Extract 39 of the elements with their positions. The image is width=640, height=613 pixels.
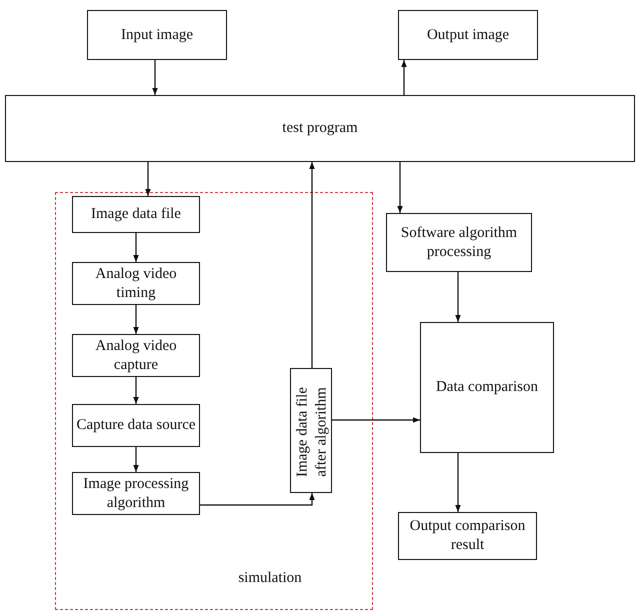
box-label: Image data file <box>90 205 182 224</box>
arrow <box>133 233 139 262</box>
box-label: Data comparison <box>434 378 540 397</box>
region-label: simulation <box>237 569 303 588</box>
box-label: Output image <box>426 26 510 44</box>
box-label: Image processing algorithm <box>82 474 190 512</box>
process-box <box>398 512 537 560</box>
box-label: Image data file after algorithm <box>293 386 330 478</box>
dashed-region <box>55 192 373 610</box>
arrow <box>145 162 151 196</box>
process-box <box>398 10 538 60</box>
arrow <box>455 272 461 322</box>
arrow <box>133 447 139 472</box>
process-box <box>420 322 554 453</box>
process-box <box>72 404 200 447</box>
arrow <box>309 162 315 368</box>
box-label: Analog video timing <box>94 264 178 302</box>
arrow <box>152 60 158 95</box>
arrow <box>200 493 315 506</box>
box-label: Analog video capture <box>94 336 178 374</box>
box-label: Software algorithm processing <box>400 224 518 262</box>
arrow <box>133 305 139 334</box>
arrow <box>133 377 139 404</box>
box-label: Capture data source <box>75 416 197 435</box>
arrow <box>401 60 407 95</box>
process-box <box>290 368 332 493</box>
box-label: Input image <box>120 26 194 44</box>
arrow <box>397 162 403 213</box>
box-label: Output comparison result <box>408 517 526 555</box>
process-box <box>72 334 200 377</box>
process-box <box>72 262 200 305</box>
process-box <box>386 213 532 272</box>
arrow <box>332 417 420 423</box>
process-box <box>5 95 635 162</box>
process-box <box>87 10 227 60</box>
arrow <box>455 453 461 512</box>
process-box <box>72 196 200 233</box>
box-label: test program <box>281 119 359 138</box>
process-box <box>72 472 200 515</box>
